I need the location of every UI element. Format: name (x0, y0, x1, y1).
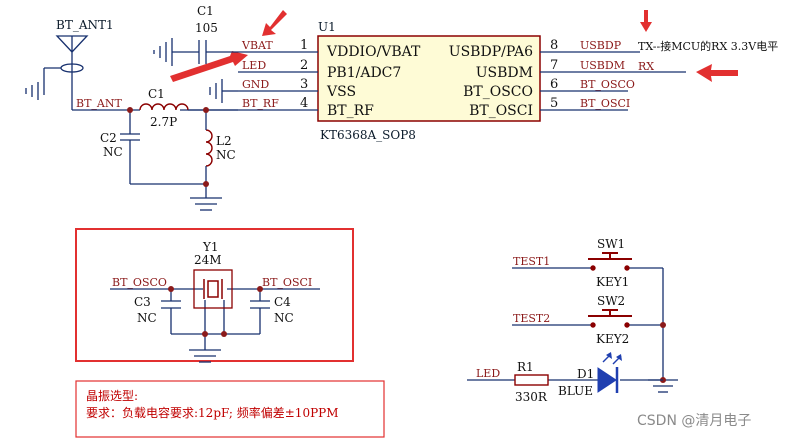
rx-note: RX (638, 60, 654, 73)
vbat-cap (153, 38, 238, 66)
net-led: LED (242, 59, 266, 72)
junction-l2 (203, 107, 209, 113)
y1-value: 24M (194, 253, 222, 267)
net-bt-rf: BT_RF (242, 97, 279, 110)
cap-c2 (120, 110, 206, 185)
net-osci-crystal: BT_OSCI (262, 276, 312, 289)
c4-ref: C4 (274, 295, 291, 309)
notes-title: 晶振选型: (86, 389, 138, 403)
pin-num-2: 2 (300, 58, 308, 73)
net-usbdp: USBDP (580, 39, 622, 52)
sw2-label: KEY2 (596, 332, 629, 346)
arrow-tx (640, 10, 652, 32)
led-d1 (597, 352, 622, 393)
c4-value: NC (274, 311, 294, 325)
c2-value: NC (103, 145, 123, 159)
chip-part: KT6368A_SOP8 (320, 128, 416, 142)
net-osco-crystal: BT_OSCO (112, 276, 167, 289)
r1-ref: R1 (517, 360, 534, 374)
pin-num-4: 4 (300, 96, 308, 111)
notes-body: 要求：负载电容要求:12pF; 频率偏差±10PPM (86, 405, 339, 420)
r1-value: 330R (515, 390, 548, 404)
sw1-label: KEY1 (596, 275, 629, 289)
c2-ref: C2 (100, 131, 117, 145)
d1-value: BLUE (558, 384, 593, 398)
inductor-l1 (139, 103, 189, 111)
pin-name-6: BT_OSCO (463, 84, 533, 100)
net-bt-osci: BT_OSCI (580, 97, 630, 110)
gnd-pin3 (209, 79, 238, 103)
junction-y1-right (221, 331, 227, 337)
net-gnd: GND (242, 78, 269, 91)
pin-name-3: VSS (326, 84, 356, 100)
net-usbdm: USBDM (580, 59, 625, 72)
left-pin-wires (180, 51, 318, 111)
sw1-ref: SW1 (597, 237, 625, 251)
pin-num-8: 8 (550, 38, 558, 53)
l1-ref: C1 (148, 87, 165, 101)
d1-ref: D1 (577, 367, 594, 381)
crystal-y1 (193, 269, 233, 309)
right-pin-wires (540, 51, 686, 111)
pin-name-8: USBDP/PA6 (449, 44, 533, 60)
notes-box (75, 380, 385, 438)
c1-value: 105 (195, 21, 218, 35)
pin-name-2: PB1/ADC7 (327, 65, 401, 81)
l2-value: NC (216, 148, 236, 162)
net-test2: TEST2 (513, 312, 550, 325)
crystal-wires (110, 288, 320, 363)
pin-name-7: USBDM (476, 65, 533, 81)
junction-c3 (168, 286, 174, 292)
pin-num-1: 1 (300, 38, 308, 53)
y1-ref: Y1 (202, 240, 219, 254)
switch-sw1 (588, 252, 632, 271)
net-led-right: LED (476, 367, 500, 380)
arrow-rx (696, 64, 738, 82)
chip-u1: U1 KT6368A_SOP8 VDDIO/VBAT PB1/ADC7 VSS … (317, 20, 541, 142)
pin-num-6: 6 (550, 77, 558, 92)
junction-c2 (127, 107, 133, 113)
l2-ref: L2 (216, 134, 232, 148)
junction-y1-left (202, 331, 208, 337)
resistor-r1 (514, 374, 549, 386)
arrow-led (170, 51, 248, 82)
pin-num-3: 3 (300, 77, 308, 92)
net-vbat: VBAT (241, 39, 273, 52)
pin-num-5: 5 (550, 96, 558, 111)
pin-name-4: BT_RF (327, 103, 374, 119)
c3-value: NC (137, 311, 157, 325)
antenna-label: BT_ANT1 (56, 18, 114, 32)
net-bt-ant: BT_ANT (76, 97, 122, 110)
c3-ref: C3 (134, 295, 151, 309)
junction-gnd (203, 181, 209, 187)
pin-name-1: VDDIO/VBAT (326, 44, 421, 60)
watermark: CSDN @清月电子 (637, 413, 751, 429)
pin-num-7: 7 (550, 58, 558, 73)
sw2-ref: SW2 (597, 294, 625, 308)
net-test1: TEST1 (513, 255, 550, 268)
inductor-l2 (205, 129, 213, 167)
crystal-box (75, 228, 354, 362)
arrow-vbat (262, 10, 287, 36)
chip-ref: U1 (318, 20, 336, 34)
annotation-arrows (170, 10, 738, 82)
net-bt-osco: BT_OSCO (580, 78, 635, 91)
chip-body (317, 35, 541, 122)
pin-name-5: BT_OSCI (469, 103, 533, 119)
l1-value: 2.7P (150, 115, 177, 129)
tx-note: TX--接MCU的RX 3.3V电平 (638, 39, 778, 53)
junction-c4 (257, 286, 263, 292)
c1-ref: C1 (197, 4, 214, 18)
junction-sw2 (660, 322, 666, 328)
switch-sw2 (588, 309, 632, 328)
switch-wiring (512, 267, 678, 393)
